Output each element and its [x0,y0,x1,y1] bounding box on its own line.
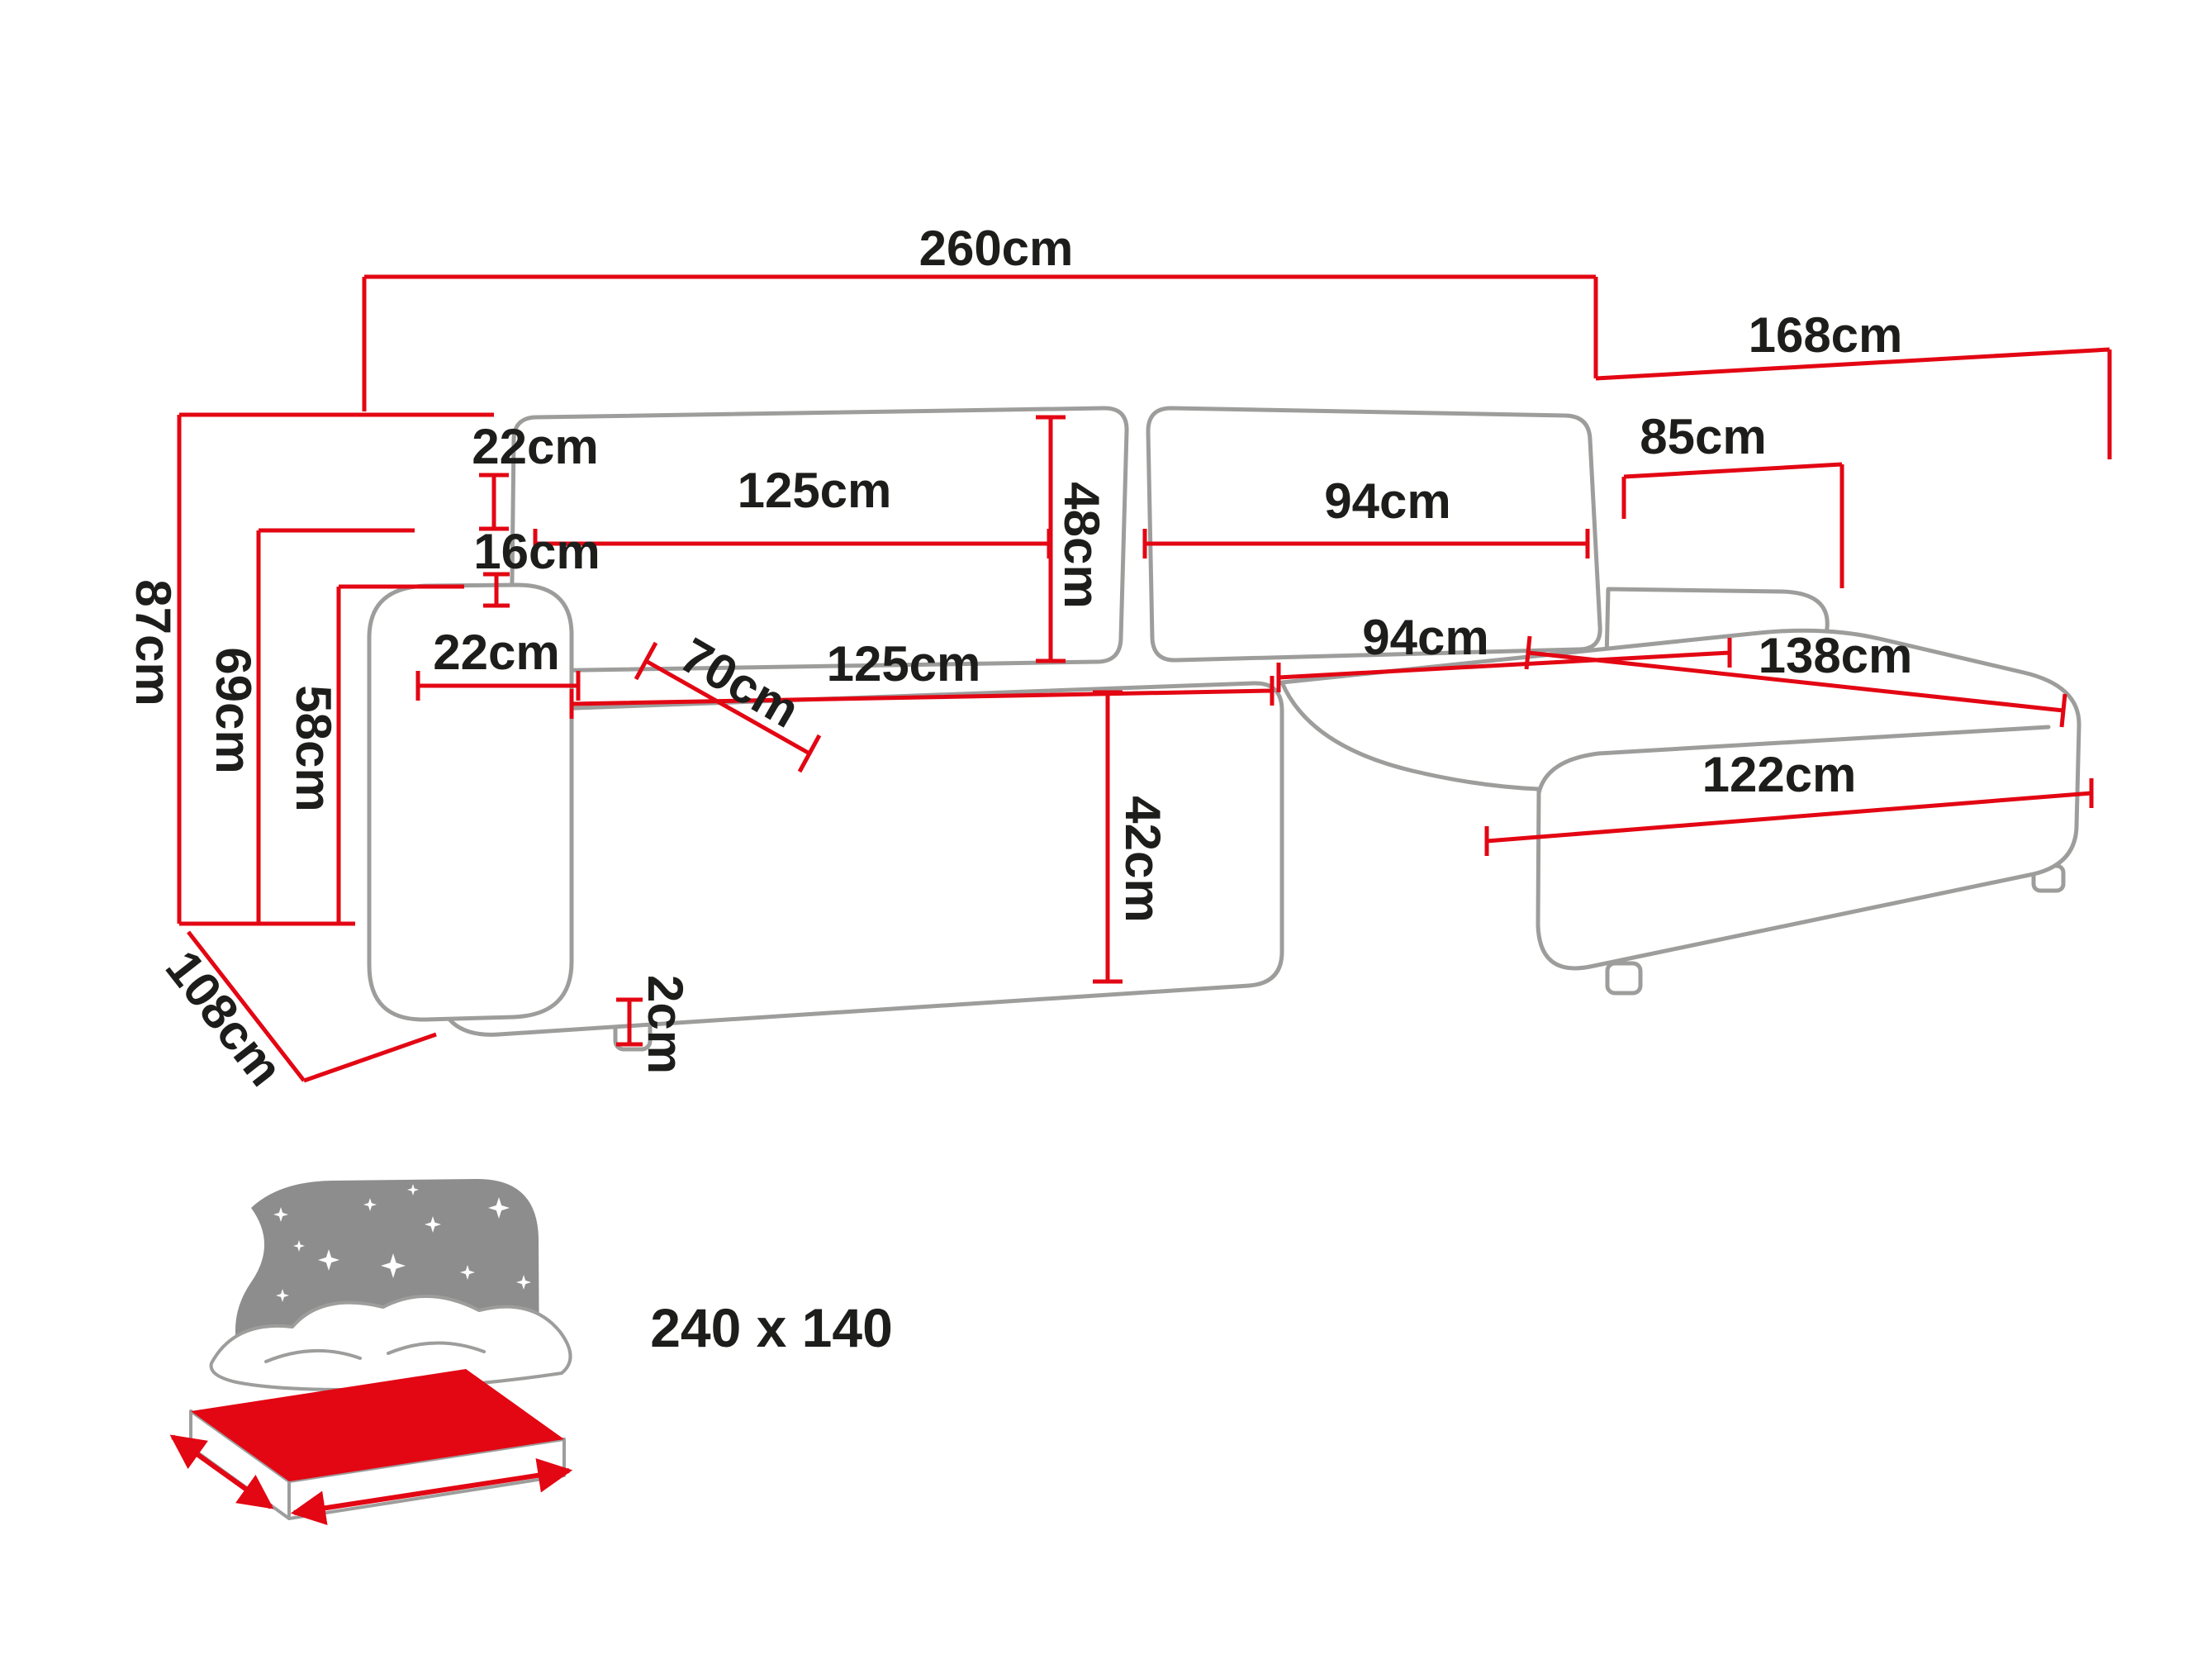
bed-icon: 240 x 140 [169,1178,893,1526]
dimension-lines [177,274,2112,1083]
dim-line-seat-depth [634,641,822,773]
dim-line-back-cushion-height [1036,415,1066,663]
dim-label-back-cushion-right-width: 94cm [1324,473,1450,529]
chaise-leg [1605,961,1643,996]
dim-line-backrest-height [1621,462,1844,588]
dim-label-total-depth-right: 168cm [1749,307,1903,363]
dim-line-chaise-length [1524,635,2067,728]
depth-arrow-icon [169,1434,274,1509]
dim-line-total-depth-left [187,930,437,1083]
dim-line-armrest-height [256,528,415,924]
dim-line-armrest-width [415,671,581,701]
dim-line-armrest-top-width [483,572,510,608]
duvet-fold [264,1348,362,1363]
dim-label-back-cushion-left-width: 125cm [738,463,892,518]
dim-label-armrest-height: 69cm [206,647,261,773]
dim-label-armrest-width: 22cm [433,625,559,680]
dim-line-seat-left-width [569,676,1275,719]
dim-label-back-cushion-height: 48cm [1054,482,1109,608]
bed-size-label: 240 x 140 [650,1297,893,1358]
dim-line-leg-height [616,997,643,1047]
duvet [209,1295,572,1392]
dim-label-total-height: 87cm [126,579,181,706]
dim-label-armrest-top-width: 16cm [473,524,600,579]
back-cushion-right [1146,406,1602,663]
dim-line-total-height [177,412,494,926]
sofa-outline [367,406,2081,1052]
width-arrow-icon [290,1457,573,1526]
mattress-sleeping-surface [191,1369,564,1481]
dim-line-seat-back-height [336,584,464,924]
dim-line-total-depth-right [1595,347,2112,459]
dim-line-total-width [362,274,1598,411]
back-cushion-left [509,406,1129,673]
dim-label-backrest-height: 85cm [1640,409,1766,464]
dim-label-back-cushion-thickness: 22cm [472,419,598,474]
dim-label-leg-height: 2cm [638,975,693,1074]
dim-line-seat-right-width [1276,638,1732,692]
chaise-top-edge [1536,725,2051,796]
dim-label-seat-back-height: 58cm [286,685,341,811]
dim-label-chaise-length: 138cm [1759,628,1913,683]
dim-label-total-depth-left: 108cm [155,940,294,1096]
dim-label-seat-left-width: 125cm [827,636,981,692]
dim-line-back-cushion-thickness [479,473,509,531]
dim-line-seat-height [1093,690,1123,984]
duvet-fold [387,1341,486,1355]
dim-label-seat-right-width: 94cm [1362,610,1488,665]
dim-label-seat-height: 42cm [1115,796,1170,922]
dim-label-total-width: 260cm [919,221,1074,276]
dim-line-back-cushion-right-width [1142,529,1590,559]
chaise [1279,628,2081,971]
dim-label-chaise-width: 122cm [1702,747,1857,802]
dim-line-chaise-width [1484,778,2094,856]
